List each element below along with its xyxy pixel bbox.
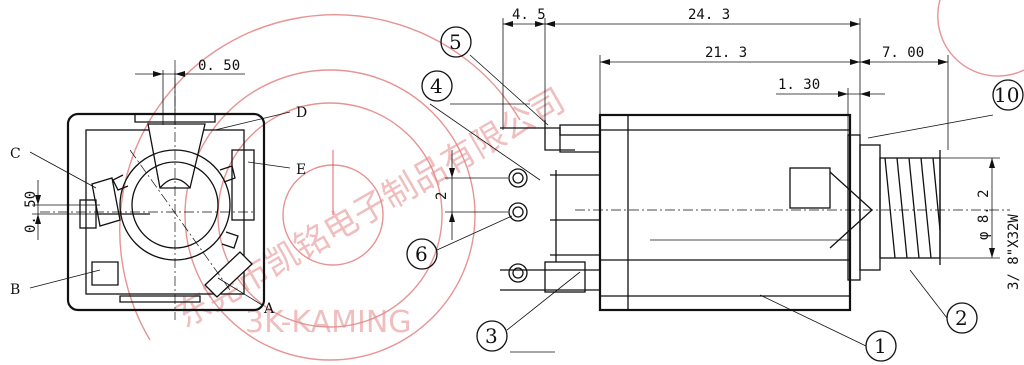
dim-diameter: φ 8. 2 bbox=[976, 189, 992, 240]
label-d: D bbox=[296, 105, 307, 121]
svg-text:5: 5 bbox=[449, 30, 462, 54]
svg-text:6: 6 bbox=[415, 242, 428, 266]
balloon-4: 4 bbox=[421, 70, 541, 181]
dim-thread-spec: 3/ 8"X32W bbox=[1006, 214, 1022, 290]
dim-front-width: 0. 50 bbox=[198, 58, 240, 74]
front-view: 0. 50 0. 50 C B D E A bbox=[10, 58, 307, 320]
watermark-brand: 3K-KAMING bbox=[245, 305, 412, 340]
label-b: B bbox=[10, 282, 20, 298]
svg-text:1: 1 bbox=[874, 334, 887, 358]
thread-body bbox=[879, 157, 941, 259]
label-a: A bbox=[263, 301, 275, 317]
label-e: E bbox=[296, 162, 306, 178]
balloon-1: 1 bbox=[759, 294, 897, 362]
balloon-2: 2 bbox=[909, 269, 978, 334]
dim-side-offset: 0. 50 bbox=[23, 191, 39, 233]
dim-flange: 1. 30 bbox=[778, 77, 820, 93]
balloon-10: 10 bbox=[867, 79, 1024, 139]
svg-text:3: 3 bbox=[485, 324, 498, 348]
side-view: 4. 5 24. 3 21. 3 7. 00 1. 30 2 bbox=[406, 7, 1024, 362]
svg-text:10: 10 bbox=[994, 83, 1019, 107]
svg-text:4: 4 bbox=[430, 74, 443, 98]
dim-body-length: 21. 3 bbox=[705, 45, 747, 61]
balloon-6: 6 bbox=[406, 215, 513, 270]
balloon-3: 3 bbox=[476, 271, 581, 353]
dim-pin-pitch: 2 bbox=[434, 192, 450, 200]
balloon-5: 5 bbox=[440, 26, 549, 126]
svg-text:2: 2 bbox=[955, 306, 968, 330]
dim-top-small: 4. 5 bbox=[512, 7, 546, 23]
label-c: C bbox=[10, 146, 21, 162]
dim-overall-length: 24. 3 bbox=[688, 7, 730, 23]
dim-thread-length: 7. 00 bbox=[882, 45, 924, 61]
